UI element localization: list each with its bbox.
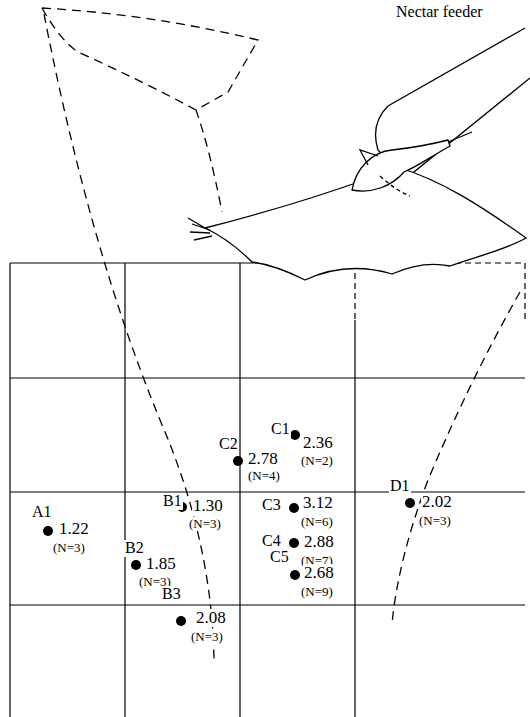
part-name: Nectar feeder — [395, 4, 484, 21]
sample-size: (N=3) — [188, 517, 222, 531]
point-value: 2.08 — [195, 609, 227, 627]
sample-size: (N=3) — [190, 630, 224, 644]
sample-size: (N=2) — [300, 454, 334, 468]
sample-size: (N=3) — [418, 514, 452, 528]
point-value: 1.22 — [58, 520, 90, 538]
grid — [10, 263, 525, 717]
point-value: 1.85 — [145, 555, 177, 573]
point-value: 2.78 — [247, 450, 279, 468]
point-id: C1 — [270, 421, 291, 438]
point-id: B1 — [162, 493, 183, 510]
point-value: 2.36 — [302, 434, 334, 452]
sample-size: (N=6) — [300, 515, 334, 529]
point-value: 3.12 — [302, 494, 334, 512]
point-id: A1 — [31, 504, 53, 521]
sample-size: (N=9) — [300, 585, 334, 599]
point-value: 1.30 — [192, 497, 224, 515]
point-id: B3 — [161, 586, 182, 603]
sample-size: (N=3) — [52, 541, 86, 555]
sample-size: (N=4) — [247, 469, 281, 483]
bat-body — [188, 28, 530, 280]
point-value: 2.88 — [303, 533, 335, 551]
point-id: C5 — [269, 549, 290, 566]
sample-points — [43, 430, 415, 626]
point-value: 2.68 — [303, 564, 335, 582]
point-id: C2 — [218, 436, 239, 453]
point-id: C4 — [261, 533, 282, 550]
point-id: C3 — [261, 497, 282, 514]
point-id: B2 — [124, 540, 145, 557]
point-value: 2.02 — [421, 493, 453, 511]
point-id: D1 — [389, 478, 411, 495]
